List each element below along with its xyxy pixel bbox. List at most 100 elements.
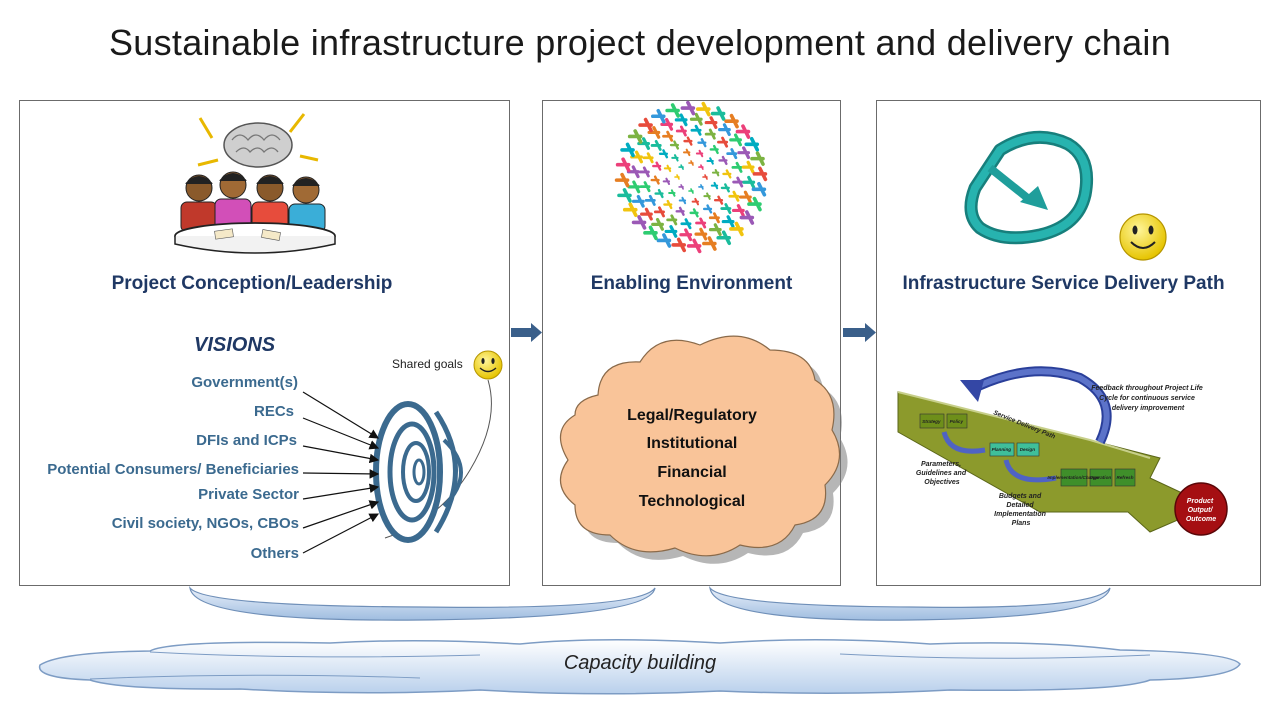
spiral-figure <box>709 144 719 155</box>
stakeholder-item: Civil society, NGOs, CBOs <box>111 515 299 532</box>
spiral-figure <box>708 212 720 224</box>
shared-goals-smiley-icon <box>473 350 503 380</box>
spiral-figure <box>652 161 662 171</box>
spiral-figure <box>647 126 661 139</box>
spiral-figure <box>631 194 645 208</box>
spiral-figure <box>697 138 707 148</box>
spiral-figure <box>731 161 743 173</box>
spiral-figure <box>638 117 653 133</box>
spiral-figure <box>713 195 724 205</box>
spiral-figure <box>728 190 740 202</box>
spiral-figure <box>678 196 687 205</box>
spiral-figure <box>752 166 768 182</box>
arrow-to-enabling <box>511 323 542 342</box>
spiral-figure <box>710 181 719 190</box>
spiral-figure <box>683 136 693 146</box>
spiral-figure <box>639 181 651 193</box>
spiral-figure <box>695 149 704 158</box>
capacity-building-label: Capacity building <box>563 652 717 674</box>
conception-heading: Project Conception/Leadership <box>111 273 393 294</box>
capacity-bowl-left <box>189 585 656 621</box>
capacity-cloud <box>38 638 1241 695</box>
spiral-figure <box>643 225 658 241</box>
feedback-note: Feedback throughout Project Life Cycle f… <box>1091 385 1205 412</box>
spiral-figure <box>704 116 718 129</box>
spiral-figure <box>660 117 674 131</box>
spiral-figure <box>735 124 751 139</box>
visions-label: VISIONS <box>194 334 276 356</box>
shared-goals-label: Shared goals <box>392 357 463 371</box>
stakeholder-arrows <box>302 391 380 554</box>
spiral-figure <box>691 197 700 206</box>
spiral-figure <box>640 207 653 221</box>
spiral-figure <box>669 140 680 150</box>
page-title: Sustainable infrastructure project devel… <box>108 22 1172 63</box>
spiral-figure <box>724 113 739 129</box>
spiral-figure <box>698 164 704 170</box>
spiral-figure <box>627 180 641 194</box>
budgets-note: Budgets and Detailed Implementation Plan… <box>994 493 1048 527</box>
spiral-figure <box>739 210 755 225</box>
spiral-figure <box>729 221 744 237</box>
spiral-figure <box>662 130 674 142</box>
stakeholder-item: Private Sector <box>198 486 299 503</box>
spiral-figure <box>626 165 640 179</box>
stakeholder-item: Government(s) <box>191 374 298 391</box>
spiral-figure <box>720 203 732 215</box>
spiral-figure <box>702 204 713 214</box>
stakeholder-item: RECs <box>253 403 294 420</box>
spiral-figure <box>615 157 631 173</box>
spiral-figure <box>694 227 708 241</box>
spiral-figure <box>617 188 632 203</box>
spiral-figure <box>703 192 711 200</box>
spiral-figure <box>678 184 684 190</box>
spiral-figure <box>664 225 678 238</box>
spiral-figure <box>622 202 638 218</box>
delivery-heading: Infrastructure Service Delivery Path <box>902 273 1225 294</box>
stakeholder-item: Potential Consumers/ Beneficiaries <box>47 461 299 478</box>
enabling-heading: Enabling Environment <box>590 273 793 294</box>
spiral-figure <box>674 174 680 180</box>
spiral-figure <box>671 237 687 253</box>
factor-item: Institutional <box>646 435 738 452</box>
spiral-figure <box>695 101 711 117</box>
factor-item: Legal/Regulatory <box>627 407 757 424</box>
spiral-figure <box>656 233 672 248</box>
spiral-figure <box>695 217 707 229</box>
spiral-figure <box>722 169 732 179</box>
spiral-figure <box>702 174 708 180</box>
spiral-figure <box>739 190 752 204</box>
spiral-figure <box>718 155 728 166</box>
spiral-figure <box>620 142 635 158</box>
spiral-figure <box>688 188 694 194</box>
spiral-figure <box>741 160 755 174</box>
spiral-figure <box>680 218 692 230</box>
spiral-figure <box>717 136 729 148</box>
spiral-figure <box>650 139 662 151</box>
spiral-figure <box>716 230 732 246</box>
spiral-figure <box>680 100 696 116</box>
spiral-figure <box>718 123 731 137</box>
spiral-figure <box>662 177 671 186</box>
stakeholder-item: Others <box>250 545 299 562</box>
spiral-figure <box>679 228 693 242</box>
arrow-to-delivery <box>843 323 876 342</box>
parameters-note: Parameters, Guidelines and Objectives <box>916 461 968 486</box>
spiral-figure <box>658 149 669 159</box>
capacity-bowl-right <box>709 585 1111 621</box>
spiral-figure <box>689 208 699 218</box>
spiral-figure <box>711 168 720 177</box>
spiral-figure <box>702 236 717 251</box>
spiral-figure <box>729 133 742 147</box>
spiral-figure <box>675 125 687 137</box>
spiral-figure <box>708 223 722 237</box>
spiral-figure <box>686 238 702 254</box>
spiral-figure <box>731 204 745 217</box>
spiral-figure <box>704 128 716 140</box>
spiral-figure <box>721 215 735 228</box>
spiral-figure <box>627 129 643 144</box>
spiral-figure <box>698 184 704 190</box>
diversity-spiral-icon <box>614 100 768 254</box>
brainstorm-people-icon <box>174 113 336 254</box>
